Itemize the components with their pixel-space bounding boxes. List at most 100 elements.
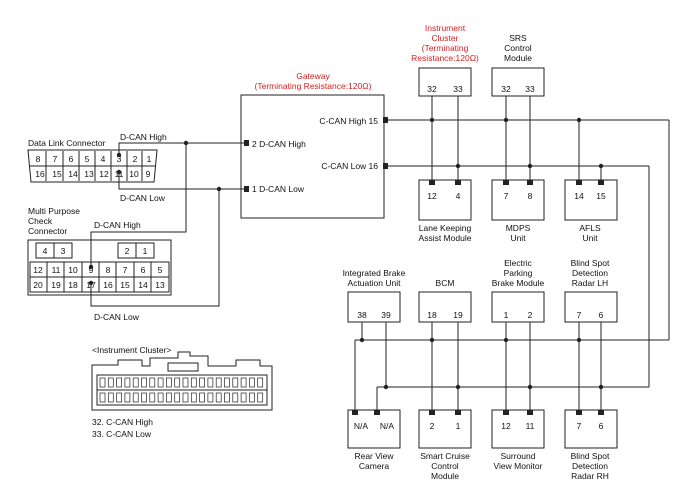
pin-number: 2 xyxy=(430,421,435,431)
bsd-lh-box xyxy=(564,291,618,323)
mpc-pin: 18 xyxy=(68,280,78,290)
mpc-title: Multi Purpose xyxy=(28,206,80,216)
cluster-pin-cell xyxy=(182,377,189,388)
cluster-note: 33. C-CAN Low xyxy=(92,429,152,439)
mpc-pin: 15 xyxy=(120,280,130,290)
dlc-pin: 2 xyxy=(133,154,138,164)
module-name: Radar LH xyxy=(572,278,608,288)
dlc-pin: 7 xyxy=(53,154,58,164)
dlc-pin: 5 xyxy=(85,154,90,164)
mpc-pin: 2 xyxy=(125,246,130,256)
mpc-pin: 3 xyxy=(61,246,66,256)
bcm-box xyxy=(418,291,472,323)
cluster-pin-cell xyxy=(232,392,239,403)
module-name: Rear View xyxy=(354,451,394,461)
cluster-pin-cell xyxy=(224,377,230,388)
pin-number: 12 xyxy=(427,191,437,201)
cluster-pin-cell xyxy=(149,377,156,388)
pin-number: 7 xyxy=(577,421,582,431)
cluster-pin-cell xyxy=(207,392,214,403)
pin-number: 33 xyxy=(453,84,463,94)
pin-number: 38 xyxy=(357,310,367,320)
pin-number: 14 xyxy=(574,191,584,201)
cluster-pin-cell xyxy=(174,377,181,388)
pin-number: 12 xyxy=(501,421,511,431)
pin-number: 7 xyxy=(577,310,582,320)
cluster-pin-cell xyxy=(107,377,114,388)
cluster-pin-cell xyxy=(166,377,172,388)
module-name: Integrated Brake xyxy=(343,268,406,278)
dlc-pin: 16 xyxy=(35,169,45,179)
mpc-pin: 19 xyxy=(51,280,61,290)
mpc-title: Check xyxy=(28,216,53,226)
module-name: Brake Module xyxy=(492,278,545,288)
mpc-title: Connector xyxy=(28,226,67,236)
dlc-pin: 10 xyxy=(129,169,139,179)
mpc-pin: 20 xyxy=(33,280,43,290)
dlc-pin: 6 xyxy=(69,154,74,164)
cluster-pin-cell xyxy=(190,377,197,388)
module-name: Detection xyxy=(572,461,608,471)
cluster-pin-cell xyxy=(257,392,264,403)
mpc-pin: 13 xyxy=(155,280,165,290)
cluster-pin-cell xyxy=(257,377,264,388)
mpc-pin: 10 xyxy=(68,265,78,275)
mpc-pin: 14 xyxy=(138,280,148,290)
pin-number: 6 xyxy=(599,421,604,431)
mpc-pin: 8 xyxy=(106,265,111,275)
dlc-pin-grid: 8 7 6 5 4 3 2 1 16 15 14 13 12 11 10 9 xyxy=(35,151,152,181)
pin-number: 32 xyxy=(501,84,511,94)
module-name: AFLS xyxy=(579,223,601,233)
module-name: Unit xyxy=(582,233,598,243)
mpc-high-label: D-CAN High xyxy=(94,220,141,230)
pin-number: 1 xyxy=(456,421,461,431)
pin-number: 18 xyxy=(427,310,437,320)
cluster-pin-cell xyxy=(132,377,139,388)
module-name: Module xyxy=(431,471,459,481)
cluster-pin-cell xyxy=(124,377,131,388)
cluster-note: 32. C-CAN High xyxy=(92,417,153,427)
mpc-pin-grid: 12 11 10 9 8 7 6 5 20 19 18 17 16 15 14 … xyxy=(29,261,170,293)
module-name: Lane Keeping xyxy=(419,223,472,233)
module-name: Cluster xyxy=(432,33,459,43)
module-scc: 2 1 Smart Cruise Control Module xyxy=(418,409,472,481)
module-lkas: 12 4 Lane Keeping Assist Module xyxy=(418,179,472,243)
module-name: BCM xyxy=(436,278,455,288)
pin-number: 1 xyxy=(504,310,509,320)
cluster-pin-cell xyxy=(199,377,205,388)
module-name: Resistance:120Ω) xyxy=(411,53,479,63)
dlc-pin: 15 xyxy=(52,169,62,179)
pin-number: 11 xyxy=(526,421,535,431)
dlc-pin: 4 xyxy=(101,154,106,164)
cluster-pin-cell xyxy=(174,392,181,403)
module-name: Parking xyxy=(504,268,533,278)
dlc-pin: 8 xyxy=(36,154,41,164)
mpc-pin: 4 xyxy=(43,246,48,256)
dlc-low-label: D-CAN Low xyxy=(120,193,166,203)
pin-number: N/A xyxy=(354,421,369,431)
dlc-pin: 14 xyxy=(68,169,78,179)
gateway-pin-dcan-low: 1 D-CAN Low xyxy=(252,184,305,194)
pin-number: 15 xyxy=(596,191,606,201)
module-name: Surround xyxy=(501,451,536,461)
module-name: Assist Module xyxy=(419,233,472,243)
cluster-pin-cell xyxy=(240,392,247,403)
dlc-title: Data Link Connector xyxy=(28,138,106,148)
cluster-pin-cell xyxy=(99,377,106,388)
module-name: Control xyxy=(504,43,532,53)
mpc-pin: 12 xyxy=(33,265,43,275)
cluster-pin-cell xyxy=(224,392,230,403)
gateway-pin-marker xyxy=(383,163,388,169)
cluster-connector-title: <Instrument Cluster> xyxy=(92,345,171,355)
pin-number: 39 xyxy=(381,310,391,320)
gateway-pin-marker xyxy=(383,117,388,123)
module-name: Blind Spot xyxy=(571,258,610,268)
mpc-pin: 1 xyxy=(143,246,148,256)
module-name: SRS xyxy=(509,33,527,43)
gateway-pin-ccan-high: C-CAN High 15 xyxy=(319,116,378,126)
module-name: Camera xyxy=(359,461,390,471)
ibau-box xyxy=(347,291,401,323)
pin-number: N/A xyxy=(380,421,395,431)
module-name: MDPS xyxy=(506,223,531,233)
